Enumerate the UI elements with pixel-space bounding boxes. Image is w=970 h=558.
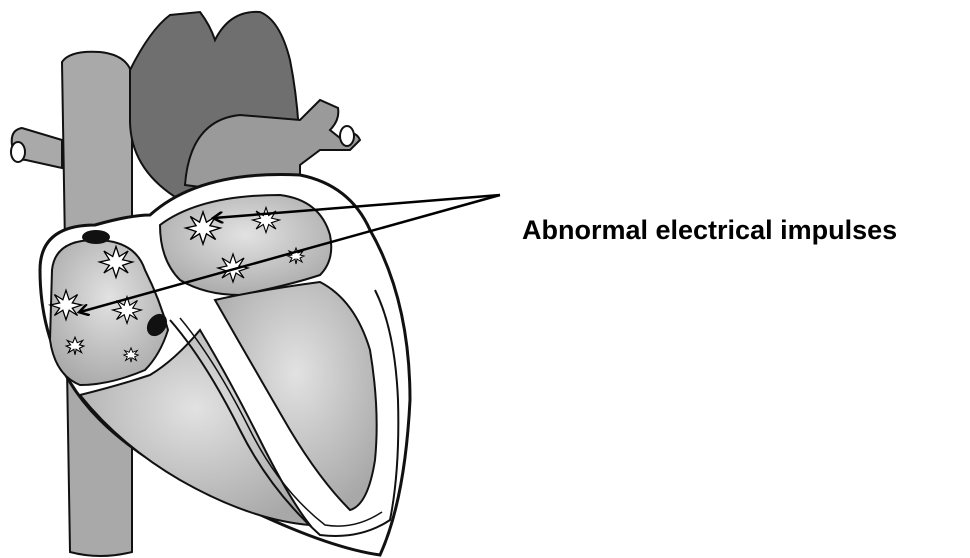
sinoatrial-node [82,230,110,244]
left-branch-opening [11,142,25,162]
spark-icon [100,247,133,278]
spark-icon [218,254,248,282]
spark-icon [50,290,82,319]
spark-icon [253,207,280,232]
callout-label: Abnormal electrical impulses [522,214,897,246]
pulmonary-opening [340,126,354,146]
